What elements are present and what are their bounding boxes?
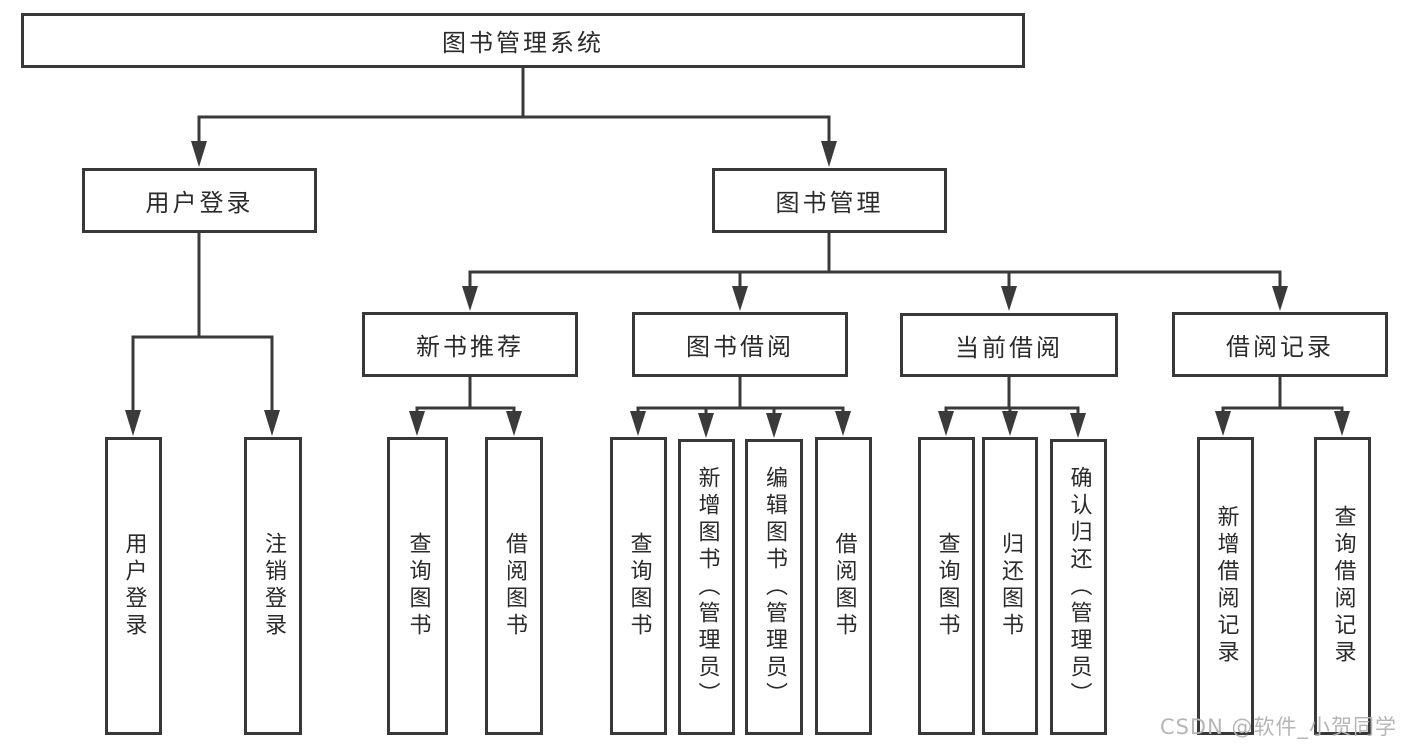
leaf-current-query-books: 查询图书 xyxy=(918,437,975,735)
leaf-current-query-books-label: 查询图书 xyxy=(934,532,960,640)
leaf-logout: 注销登录 xyxy=(244,437,302,735)
node-new-book-recommend: 新书推荐 xyxy=(362,312,578,377)
node-book-borrowing: 图书借阅 xyxy=(632,312,848,377)
leaf-confirm-return-admin: 确认归还（管理员） xyxy=(1050,439,1107,735)
leaf-query-borrow-record: 查询借阅记录 xyxy=(1314,437,1371,735)
leaf-return-books: 归还图书 xyxy=(982,437,1038,735)
leaf-add-borrow-record-label: 新增借阅记录 xyxy=(1213,505,1239,667)
leaf-user-login-label: 用户登录 xyxy=(121,532,147,640)
node-new-book-recommend-label: 新书推荐 xyxy=(416,333,524,361)
leaf-add-books-admin: 新增图书（管理员） xyxy=(678,439,735,735)
leaf-add-borrow-record: 新增借阅记录 xyxy=(1197,437,1254,735)
csdn-watermark: CSDN @软件_小贺同学 xyxy=(1159,715,1397,739)
leaf-add-books-admin-label: 新增图书（管理员） xyxy=(694,465,720,709)
leaf-borrowing-borrow-books: 借阅图书 xyxy=(815,437,872,735)
leaf-recommend-borrow-books-label: 借阅图书 xyxy=(502,532,527,640)
node-user-login: 用户登录 xyxy=(82,168,317,233)
node-book-management-label: 图书管理 xyxy=(775,189,884,217)
leaf-recommend-query-books: 查询图书 xyxy=(387,437,448,735)
node-current-borrowing: 当前借阅 xyxy=(900,313,1118,377)
leaf-confirm-return-admin-label: 确认归还（管理员） xyxy=(1066,465,1092,709)
node-user-login-label: 用户登录 xyxy=(145,189,254,217)
node-book-borrowing-label: 图书借阅 xyxy=(686,333,794,361)
node-borrowing-records: 借阅记录 xyxy=(1172,312,1388,377)
leaf-borrowing-query-books-label: 查询图书 xyxy=(626,532,652,640)
leaf-recommend-borrow-books: 借阅图书 xyxy=(485,437,543,735)
node-borrowing-records-label: 借阅记录 xyxy=(1226,333,1334,361)
leaf-edit-books-admin-label: 编辑图书（管理员） xyxy=(762,465,787,709)
leaf-user-login: 用户登录 xyxy=(105,437,162,735)
leaf-logout-label: 注销登录 xyxy=(261,532,286,640)
leaf-query-borrow-record-label: 查询借阅记录 xyxy=(1330,505,1356,667)
leaf-return-books-label: 归还图书 xyxy=(998,532,1023,640)
node-library-system-label: 图书管理系统 xyxy=(442,29,604,57)
leaf-recommend-query-books-label: 查询图书 xyxy=(405,532,431,640)
leaf-borrowing-query-books: 查询图书 xyxy=(610,437,667,735)
node-library-system: 图书管理系统 xyxy=(21,13,1025,68)
leaf-borrowing-borrow-books-label: 借阅图书 xyxy=(831,532,857,640)
node-current-borrowing-label: 当前借阅 xyxy=(955,333,1063,362)
leaf-edit-books-admin: 编辑图书（管理员） xyxy=(745,439,803,735)
node-book-management: 图书管理 xyxy=(712,168,947,233)
